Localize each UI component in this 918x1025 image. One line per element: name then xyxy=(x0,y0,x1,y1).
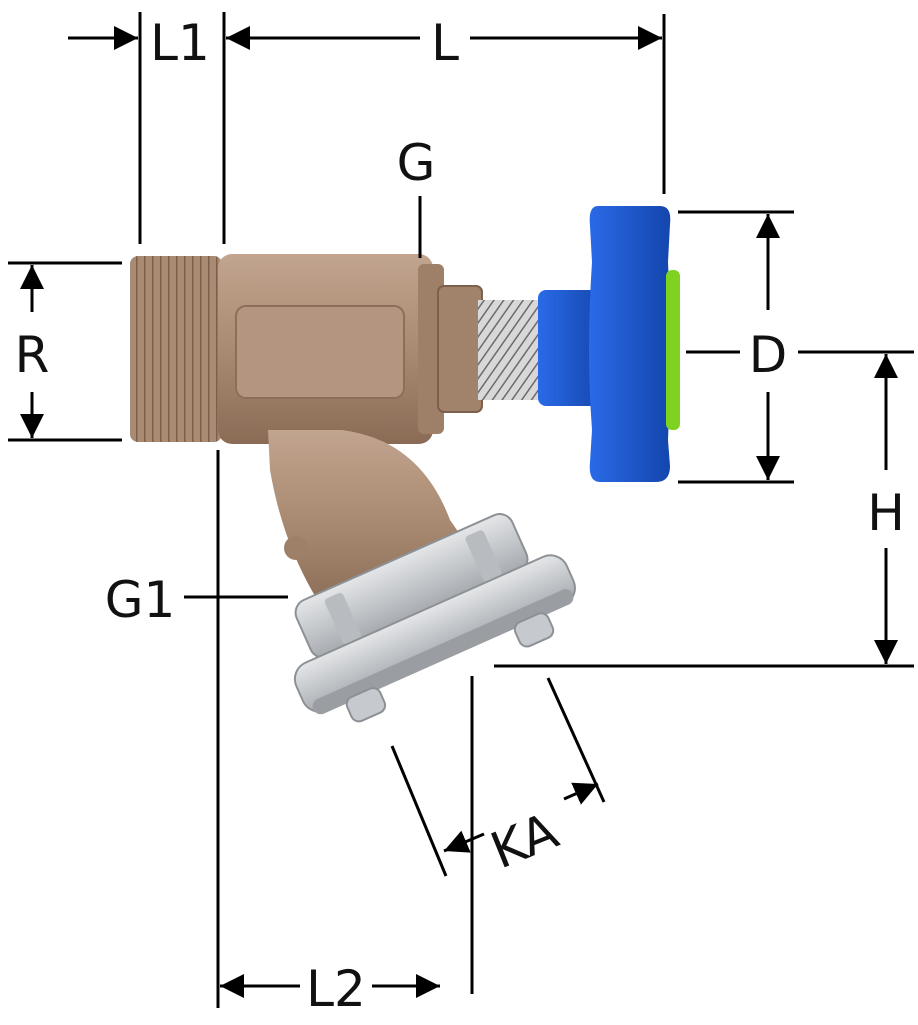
label-h: H xyxy=(867,484,905,542)
label-ka: KA xyxy=(483,802,566,881)
dim-ka-ext-left xyxy=(390,745,448,877)
coupling-rib-right xyxy=(465,530,502,582)
coupling-claw-left xyxy=(345,687,387,723)
dimension-labels: L1 L G R D H G1 KA L2 xyxy=(15,14,905,1018)
coupling-face xyxy=(312,589,574,715)
label-r: R xyxy=(15,326,50,384)
label-l: L xyxy=(431,14,459,72)
handwheel-assembly xyxy=(478,206,680,482)
thread-end xyxy=(130,256,222,442)
label-l2: L2 xyxy=(306,960,366,1018)
label-g1: G1 xyxy=(105,571,176,629)
name-panel xyxy=(235,305,405,399)
braided-stem xyxy=(478,300,540,400)
label-l1: L1 xyxy=(150,14,210,72)
label-d: D xyxy=(749,326,788,384)
label-g: G xyxy=(397,134,436,192)
dim-ka-arrow-right xyxy=(563,782,599,805)
storz-coupling xyxy=(293,513,576,723)
handwheel xyxy=(589,206,671,482)
dimension-lines xyxy=(8,12,914,1008)
coupling-claw-right xyxy=(513,612,555,648)
coupling-rib-left xyxy=(324,593,361,645)
position-indicator xyxy=(666,270,680,430)
wheel-hub xyxy=(538,290,604,406)
body-lug xyxy=(284,536,308,560)
hex-nut xyxy=(437,285,483,413)
dim-ka-arrow-left xyxy=(443,830,485,853)
dim-ka-ext-right xyxy=(546,677,606,803)
